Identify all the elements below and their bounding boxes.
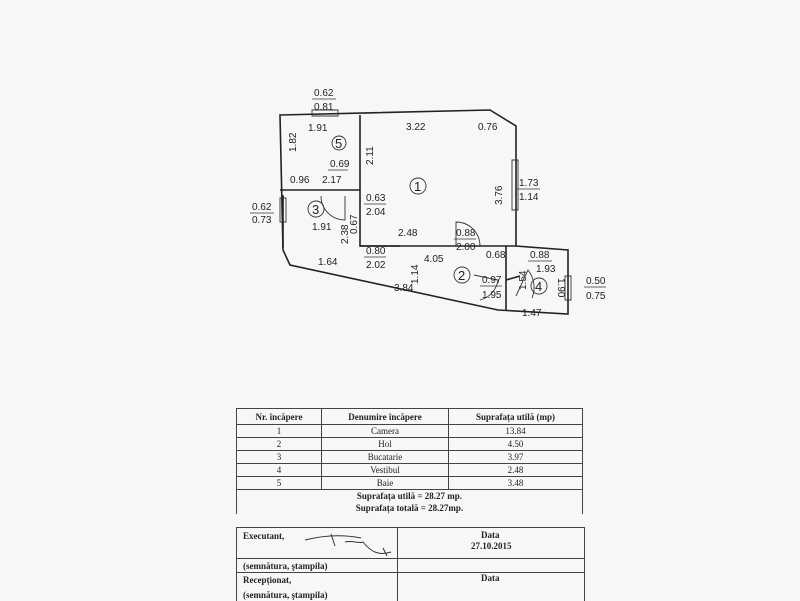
dim-label: 3.84 xyxy=(394,283,414,294)
dim-label: 1.73 xyxy=(519,178,539,189)
dim-label: 2.11 xyxy=(365,146,376,165)
col-header-nr: Nr. încăpere xyxy=(236,408,322,425)
dim-label: 1.82 xyxy=(288,132,299,152)
table-header-row: Nr. încăpere Denumire încăpere Suprafața… xyxy=(236,408,583,425)
dim-label: 1.54 xyxy=(518,270,529,290)
cell-area: 4.50 xyxy=(448,437,583,451)
table-row: 5 Baie 3.48 xyxy=(236,476,583,490)
cell-nr: 4 xyxy=(236,463,322,477)
table-row: 3 Bucatarie 3.97 xyxy=(236,450,583,464)
date-label-2: Data xyxy=(481,573,500,583)
dim-label: 1.93 xyxy=(536,264,556,275)
date-label: Data xyxy=(481,530,500,540)
dim-label: 0.50 xyxy=(586,276,606,287)
dim-label: 1.95 xyxy=(482,290,502,301)
cell-nr: 2 xyxy=(236,437,322,451)
dim-label: 0.88 xyxy=(456,228,476,239)
col-header-area: Suprafața utilă (mp) xyxy=(448,408,583,425)
cell-area: 3.48 xyxy=(448,476,583,490)
dim-label: 2.00 xyxy=(456,242,476,253)
dim-label: 2.38 xyxy=(340,224,351,244)
executant-signature xyxy=(304,533,392,557)
dim-label: 0.75 xyxy=(586,291,606,302)
dim-label: 1.47 xyxy=(522,308,542,319)
dim-label: 0.96 xyxy=(290,175,310,186)
dim-label: 0.68 xyxy=(486,250,506,261)
cell-name: Camera xyxy=(321,424,449,438)
dim-label: 0.63 xyxy=(366,193,386,204)
table-row: 1 Camera 13.84 xyxy=(236,424,583,438)
room-4-circle xyxy=(530,277,548,295)
total-area: Suprafața totală = 28.27mp. xyxy=(236,502,583,514)
dim-label: 0.97 xyxy=(482,275,502,286)
dim-label: 1.91 xyxy=(312,222,332,233)
door-vestibule xyxy=(515,269,535,299)
dim-label: 0.80 xyxy=(366,246,386,257)
cell-area: 13.84 xyxy=(448,424,583,438)
sign-stamp-label: (semnătura, ştampila) xyxy=(243,561,328,571)
room-5-circle xyxy=(331,135,347,151)
room-3-number: 3 xyxy=(312,202,319,217)
door-room1 xyxy=(455,221,481,247)
room-2-number: 2 xyxy=(458,268,465,283)
dim-label: 3.76 xyxy=(494,185,505,205)
window-top xyxy=(311,109,339,117)
sign-stamp-label-2: (semnătura, ştampila) xyxy=(243,590,328,600)
signature-block: Executant, Data 27.10.2015 (semnătura, ş… xyxy=(236,527,585,601)
table-row: 2 Hol 4.50 xyxy=(236,437,583,451)
cell-area: 3.97 xyxy=(448,450,583,464)
table-row: 4 Vestibul 2.48 xyxy=(236,463,583,477)
door-hall xyxy=(473,274,499,301)
cell-nr: 5 xyxy=(236,476,322,490)
dim-label: 1.64 xyxy=(318,257,338,268)
room-2-circle xyxy=(453,266,471,284)
dim-label: 2.02 xyxy=(366,260,386,271)
room-4-number: 4 xyxy=(535,279,542,294)
room-3-circle xyxy=(307,200,325,218)
cell-nr: 3 xyxy=(236,450,322,464)
room-1-number: 1 xyxy=(414,179,421,194)
dim-label: 2.04 xyxy=(366,207,386,218)
date-value: 27.10.2015 xyxy=(471,541,512,551)
rooms-table: Nr. încăpere Denumire încăpere Suprafața… xyxy=(236,408,583,514)
dim-label: 0.67 xyxy=(349,214,360,234)
useful-area-row: Suprafața utilă = 28.27 mp. xyxy=(236,489,583,502)
dim-label: 0.88 xyxy=(530,250,550,261)
dim-label: 0.81 xyxy=(314,102,334,113)
window-right xyxy=(511,159,519,211)
dim-label: 3.22 xyxy=(406,122,426,133)
useful-area: Suprafața utilă = 28.27 mp. xyxy=(236,489,583,502)
total-area-row: Suprafața totală = 28.27mp. xyxy=(236,502,583,514)
cell-name: Vestibul xyxy=(321,463,449,477)
dim-label: 0.69 xyxy=(330,159,350,170)
dim-label: 0.62 xyxy=(314,88,334,99)
window-left xyxy=(279,197,287,223)
dim-label: 2.17 xyxy=(322,175,342,186)
door-kitchen xyxy=(320,195,346,221)
cell-nr: 1 xyxy=(236,424,322,438)
cell-name: Hol xyxy=(321,437,449,451)
cell-area: 2.48 xyxy=(448,463,583,477)
dim-label: 0.73 xyxy=(252,215,272,226)
window-vestibule xyxy=(564,275,572,301)
executant-label: Executant, xyxy=(243,531,285,541)
dim-label: 1.90 xyxy=(555,278,566,298)
vestibule-walls xyxy=(505,246,521,310)
dim-label: 1.14 xyxy=(519,192,539,203)
dim-label: 0.76 xyxy=(478,122,498,133)
dim-label: 1.14 xyxy=(410,264,421,284)
room-1-circle xyxy=(409,177,427,195)
cell-name: Baie xyxy=(321,476,449,490)
dim-label: 1.91 xyxy=(308,123,328,134)
col-header-name: Denumire încăpere xyxy=(321,408,449,425)
room-5-number: 5 xyxy=(335,136,342,151)
dim-label: 0.62 xyxy=(252,202,272,213)
dim-label: 2.48 xyxy=(398,228,418,239)
cell-name: Bucatarie xyxy=(321,450,449,464)
dim-label: 4.05 xyxy=(424,254,444,265)
receptionat-label: Recepționat, xyxy=(243,575,292,585)
outer-walls xyxy=(279,109,569,315)
